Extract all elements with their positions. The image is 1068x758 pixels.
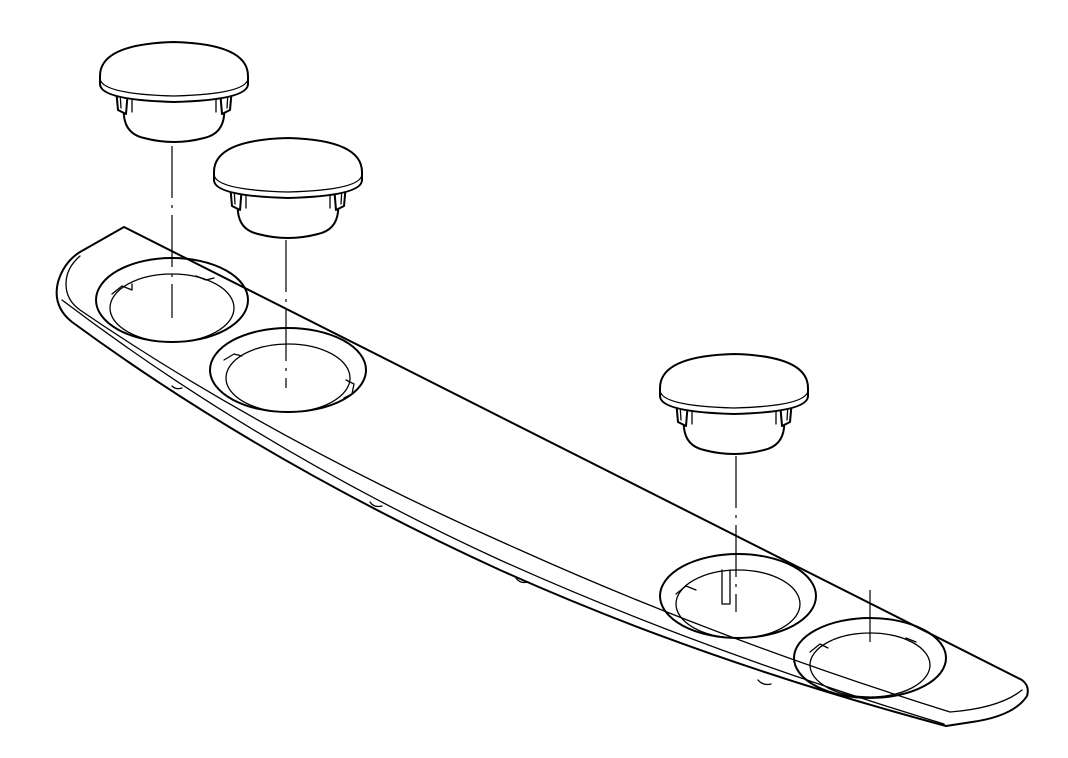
holder-bar [55,226,1029,727]
bar-outline [55,226,1029,727]
bar-foot [171,385,183,390]
bar-hole [659,553,817,639]
bar-bottom-edge [61,299,945,725]
bar-foot [757,679,772,686]
bar-hole [209,327,367,413]
plug [659,353,809,455]
bar-foot [515,577,529,584]
bar-foot [369,501,383,508]
plug [213,137,363,239]
assembly-lines [171,146,871,642]
plug [99,41,249,143]
bar-top-edge [65,255,1023,713]
